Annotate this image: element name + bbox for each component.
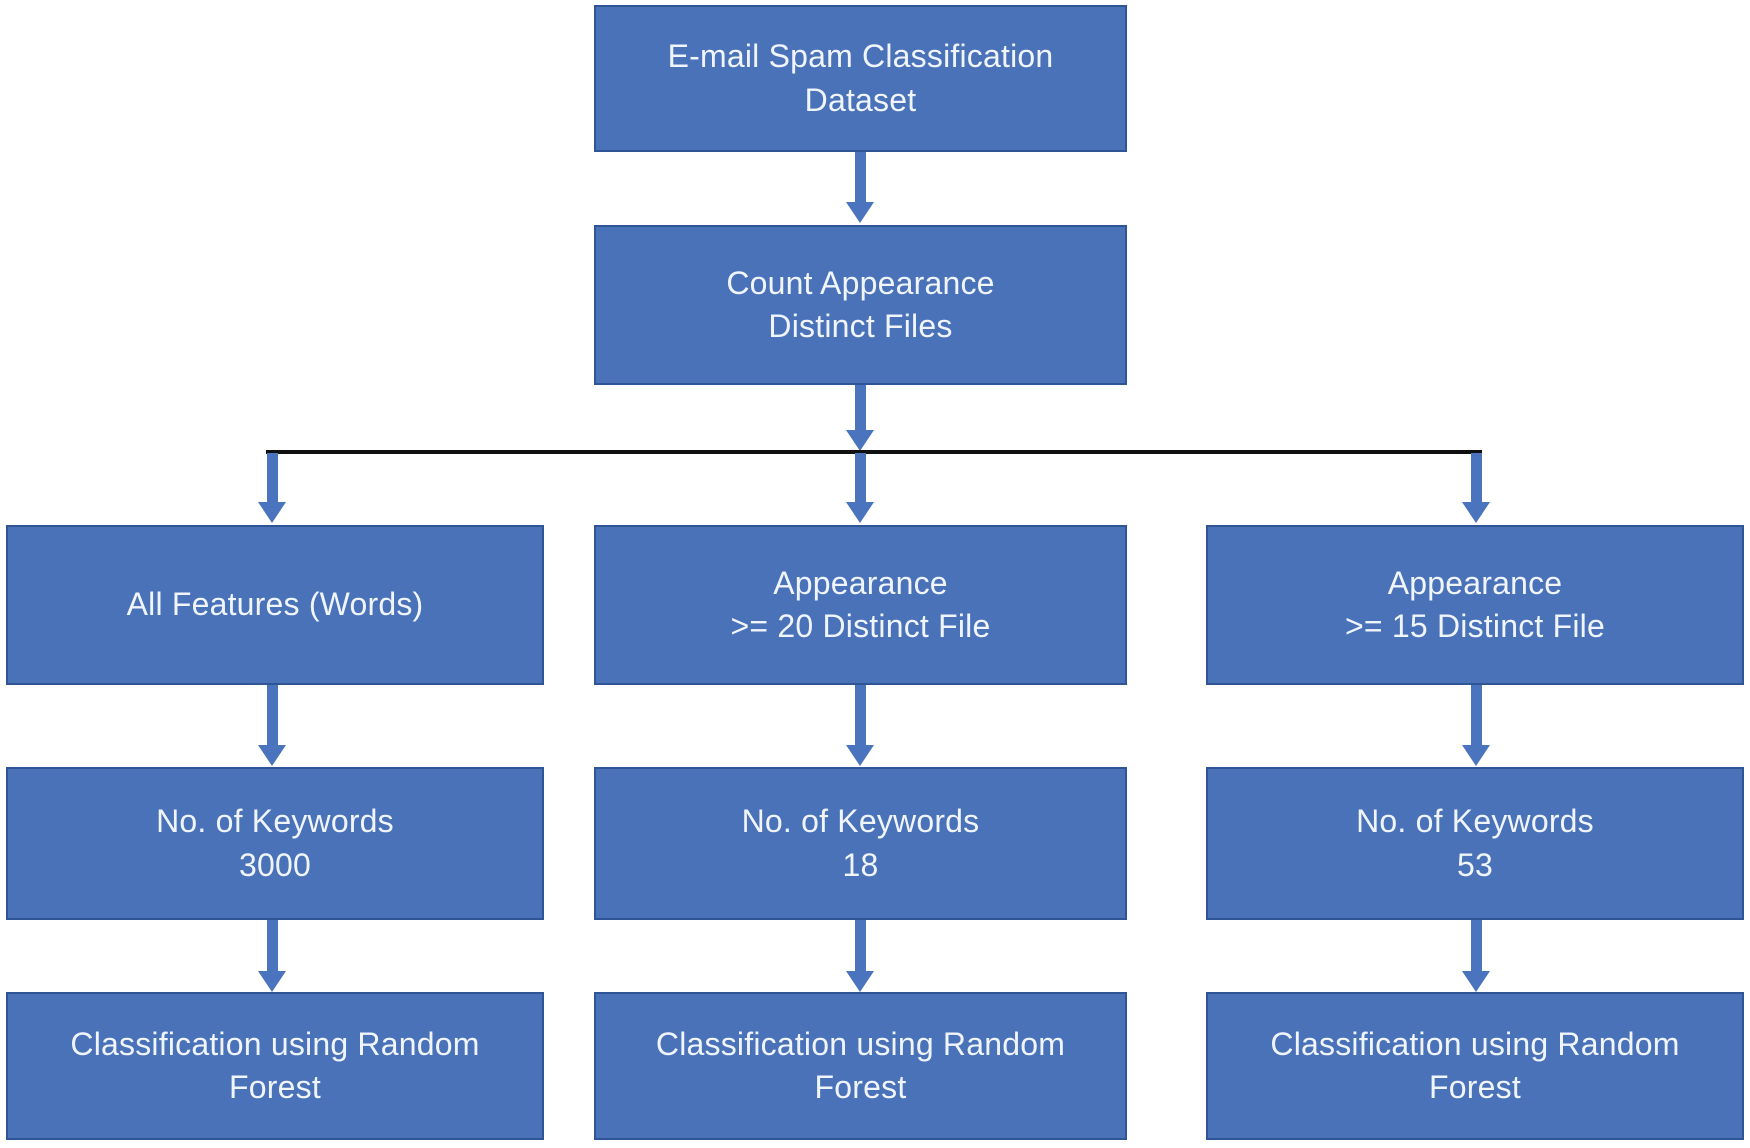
arrow-shaft [266, 685, 278, 745]
node-label: No. of Keywords 18 [741, 803, 980, 883]
node-classification-random-forest-middle: Classification using Random Forest [594, 992, 1127, 1140]
node-label: Classification using Random Forest [1270, 1025, 1680, 1105]
arrow-shaft [1470, 685, 1482, 745]
arrow-shaft [854, 920, 866, 971]
down-arrow-left-keywords [258, 685, 286, 766]
node-all-features: All Features (Words) [6, 525, 544, 685]
down-arrow-dataset-to-count [846, 152, 874, 223]
arrow-head-icon [1462, 745, 1490, 766]
arrow-shaft [854, 685, 866, 745]
arrow-head-icon [1462, 502, 1490, 523]
down-arrow-branch-right [1462, 453, 1490, 523]
arrow-shaft [854, 385, 866, 430]
down-arrow-count-to-branchline [846, 385, 874, 451]
node-label: Count Appearance Distinct Files [726, 264, 995, 344]
arrow-shaft [266, 453, 278, 502]
node-label: All Features (Words) [126, 586, 424, 623]
node-label: Classification using Random Forest [70, 1025, 480, 1105]
node-count-appearance: Count Appearance Distinct Files [594, 225, 1127, 385]
arrow-head-icon [1462, 971, 1490, 992]
node-label: Classification using Random Forest [655, 1025, 1066, 1105]
arrow-shaft [1470, 920, 1482, 971]
arrow-head-icon [846, 971, 874, 992]
down-arrow-branch-left [258, 453, 286, 523]
arrow-head-icon [846, 745, 874, 766]
node-appearance-ge-20: Appearance >= 20 Distinct File [594, 525, 1127, 685]
node-classification-random-forest-right: Classification using Random Forest [1206, 992, 1744, 1140]
node-keywords-3000: No. of Keywords 3000 [6, 767, 544, 920]
node-appearance-ge-15: Appearance >= 15 Distinct File [1206, 525, 1744, 685]
arrow-shaft [266, 920, 278, 971]
node-label: Appearance >= 20 Distinct File [730, 564, 991, 644]
node-label: Appearance >= 15 Distinct File [1345, 564, 1605, 644]
node-keywords-18: No. of Keywords 18 [594, 767, 1127, 920]
arrow-head-icon [846, 502, 874, 523]
branch-connector-line [266, 450, 1482, 454]
node-label: E-mail Spam Classification Dataset [667, 38, 1054, 118]
down-arrow-branch-middle [846, 453, 874, 523]
arrow-shaft [854, 152, 866, 202]
node-keywords-53: No. of Keywords 53 [1206, 767, 1744, 920]
node-label: No. of Keywords 3000 [156, 803, 394, 883]
arrow-head-icon [258, 971, 286, 992]
arrow-shaft [854, 453, 866, 502]
node-label: No. of Keywords 53 [1356, 803, 1594, 883]
arrow-shaft [1470, 453, 1482, 502]
arrow-head-icon [846, 430, 874, 451]
arrow-head-icon [258, 502, 286, 523]
node-email-spam-dataset: E-mail Spam Classification Dataset [594, 5, 1127, 152]
arrow-head-icon [258, 745, 286, 766]
node-classification-random-forest-left: Classification using Random Forest [6, 992, 544, 1140]
down-arrow-left-classify [258, 920, 286, 992]
down-arrow-right-classify [1462, 920, 1490, 992]
down-arrow-right-keywords [1462, 685, 1490, 766]
down-arrow-middle-classify [846, 920, 874, 992]
down-arrow-middle-keywords [846, 685, 874, 766]
arrow-head-icon [846, 202, 874, 223]
